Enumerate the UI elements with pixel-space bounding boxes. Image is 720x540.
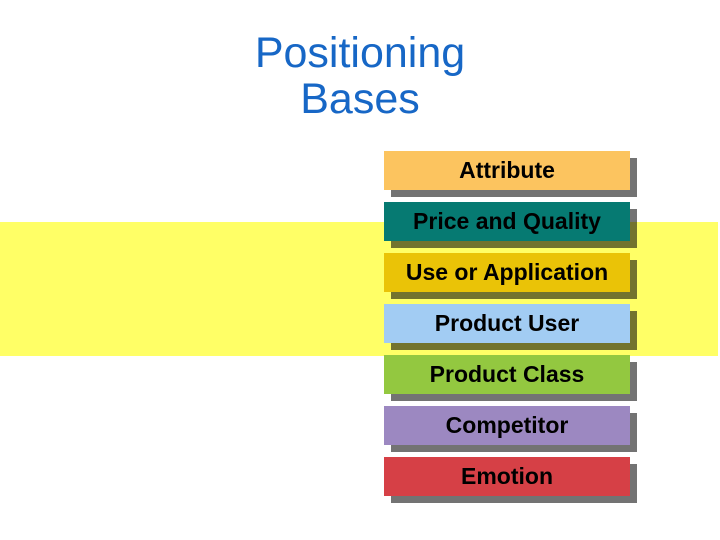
positioning-box: Attribute bbox=[384, 151, 630, 190]
positioning-box: Product Class bbox=[384, 355, 630, 394]
positioning-box: Product User bbox=[384, 304, 630, 343]
positioning-box-label: Attribute bbox=[459, 157, 555, 183]
positioning-box-label: Competitor bbox=[445, 412, 569, 438]
positioning-box-label: Product User bbox=[434, 310, 580, 336]
positioning-box-label: Price and Quality bbox=[413, 208, 601, 234]
positioning-box-label: Product Class bbox=[429, 361, 585, 387]
positioning-boxes-list: Attribute Price and Quality Use or Appli… bbox=[384, 151, 630, 508]
slide-title-line2: Bases bbox=[300, 75, 420, 123]
positioning-box-label: Use or Application bbox=[405, 259, 609, 285]
positioning-box: Price and Quality bbox=[384, 202, 630, 241]
positioning-box-label: Emotion bbox=[461, 463, 553, 489]
slide-title-line1: Positioning bbox=[254, 29, 466, 77]
slide-title: Positioning Bases bbox=[0, 30, 720, 122]
positioning-box: Emotion bbox=[384, 457, 630, 496]
positioning-box: Use or Application bbox=[384, 253, 630, 292]
positioning-box: Competitor bbox=[384, 406, 630, 445]
